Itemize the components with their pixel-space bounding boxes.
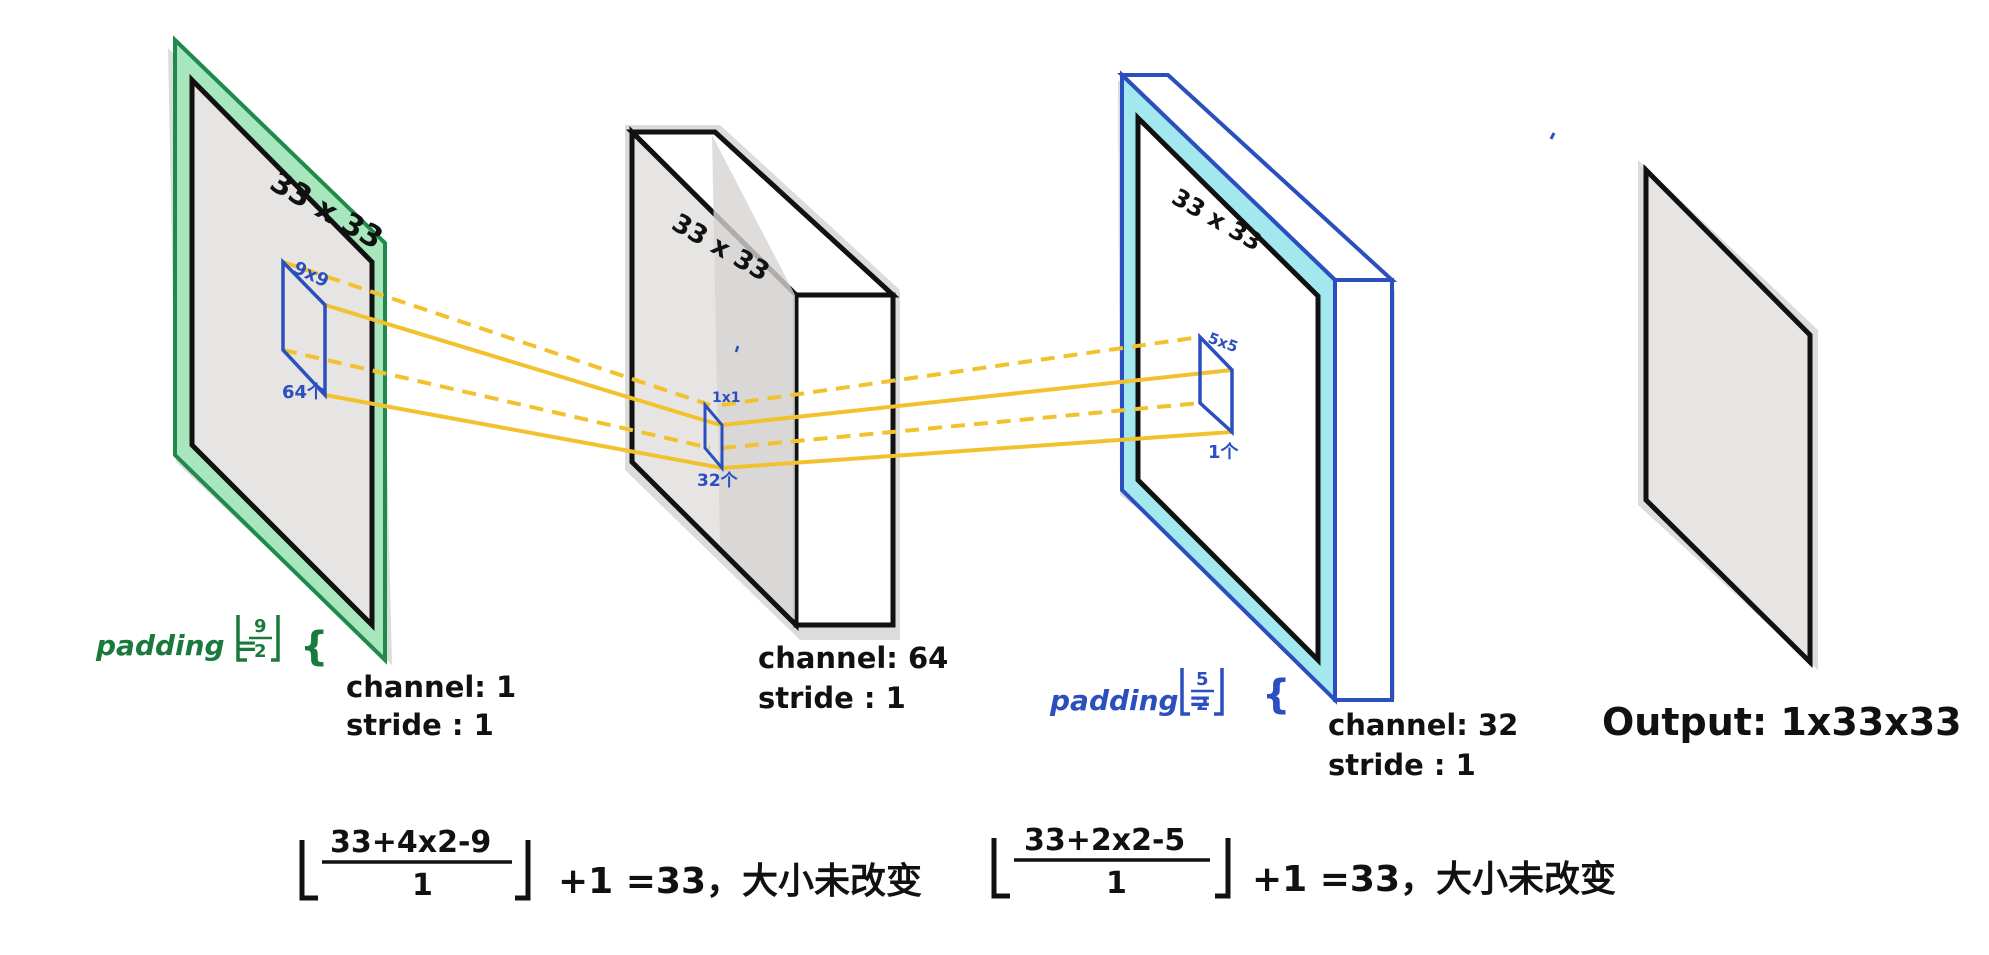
formula-1-denominator: 1: [412, 868, 433, 903]
projection-lines-2: [721, 335, 1233, 470]
projection-lines-1: [282, 260, 723, 470]
proj-line-top-solid: [324, 303, 721, 427]
layer-1-channel-label: channel: 1: [346, 670, 516, 704]
padding-2: padding = 5 2 {: [1049, 668, 1290, 718]
padding-1: padding = 9 2 {: [95, 615, 328, 670]
input-layer-face: [189, 73, 375, 632]
padding-2-prefix: padding =: [1049, 684, 1212, 717]
layer-3-stride-label: stride : 1: [1328, 748, 1476, 782]
output-label: Output: 1x33x33: [1602, 700, 1962, 744]
layer-2-params: channel: 64 stride : 1: [758, 641, 948, 715]
kernel-1x1-box: [703, 400, 724, 473]
proj2-line-bottom-solid: [721, 430, 1233, 470]
padding-2-brace: {: [1262, 672, 1290, 718]
formula-2-floor-right: [1215, 838, 1231, 899]
layer-1-params: channel: 1 stride : 1: [346, 670, 516, 742]
layer-3-channel-label: channel: 32: [1328, 708, 1518, 742]
formula-2-suffix: +1 =33，大小未改变: [1252, 858, 1616, 900]
proj2-line-top-solid: [721, 368, 1233, 427]
formula-2-floor-left: [991, 838, 1010, 899]
padding-1-floor-left: [236, 615, 247, 662]
kernel-5x5-box: [1198, 332, 1234, 436]
proj-line-bottom-dashed: [282, 348, 711, 450]
formula-1: 33+4x2-9 1 +1 =33，大小未改变: [299, 825, 922, 903]
proj2-line-top-dashed: [721, 335, 1201, 407]
padding-1-denominator: 2: [254, 641, 267, 662]
formula-1-floor-left: [299, 840, 318, 901]
kernel-9x9-count-label: 64个: [282, 381, 326, 403]
layer-1-stride-label: stride : 1: [346, 708, 494, 742]
conv2-side-face: [1333, 278, 1394, 702]
formula-1-suffix: +1 =33，大小未改变: [558, 860, 922, 902]
formula-2-denominator: 1: [1106, 866, 1127, 901]
output-layer: [1638, 160, 1818, 670]
padding-1-floor-right: [271, 615, 280, 662]
padding-2-numerator: 5: [1196, 669, 1209, 690]
proj-line-top-dashed: [282, 260, 711, 407]
padding-1-numerator: 9: [254, 616, 267, 637]
stray-mark-1: [1549, 132, 1556, 140]
formula-2: 33+2x2-5 1 +1 =33，大小未改变: [991, 823, 1616, 901]
formula-1-floor-right: [515, 840, 531, 901]
conv1-layer: 33 x 33: [625, 125, 900, 640]
kernel-1x1-count-label: 32个: [697, 470, 739, 491]
formula-1-numerator: 33+4x2-9: [330, 825, 491, 860]
kernel-1x1-size-label: 1x1: [712, 390, 741, 406]
conv2-layer: 33 x 33: [1117, 70, 1398, 705]
proj2-line-bottom-dashed: [721, 401, 1201, 450]
layer-3-params: channel: 32 stride : 1: [1328, 708, 1518, 782]
padding-1-prefix: padding =: [95, 629, 258, 662]
kernel-9x9-box: [281, 257, 327, 400]
formula-2-numerator: 33+2x2-5: [1024, 823, 1185, 858]
proj-line-bottom-solid: [324, 393, 723, 470]
conv2-front-face: [1135, 112, 1321, 667]
kernel-1x1: 1x1 32个: [697, 390, 741, 491]
layer-2-channel-label: channel: 64: [758, 641, 948, 675]
stray-mark-2: [734, 345, 740, 353]
conv1-inner-shade: [712, 135, 795, 620]
output-layer-face: [1643, 163, 1813, 668]
padding-2-floor-left: [1180, 668, 1190, 716]
layer-2-stride-label: stride : 1: [758, 681, 906, 715]
input-layer: 33 x 33: [168, 35, 392, 665]
padding-2-floor-right: [1214, 668, 1224, 716]
kernel-5x5-count-label: 1个: [1208, 441, 1240, 463]
padding-1-brace: {: [300, 624, 328, 670]
padding-2-denominator: 2: [1196, 694, 1209, 715]
